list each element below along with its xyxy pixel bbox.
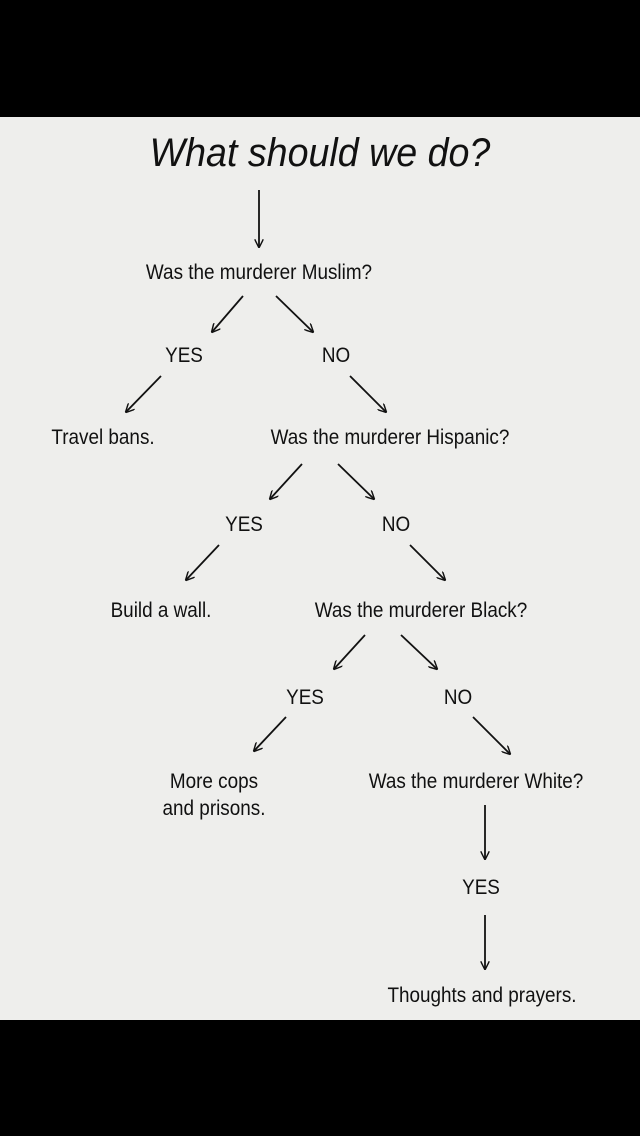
question-black: Was the murderer Black? [314, 599, 528, 622]
arrow-no3-to-q4 [472, 716, 510, 754]
flow-arrows [0, 190, 640, 1020]
answer-build-a-wall: Build a wall. [110, 599, 212, 622]
arrow-no1-to-q2 [349, 375, 386, 412]
question-hispanic: Was the murderer Hispanic? [270, 426, 510, 449]
arrow-q3-to-no [400, 634, 437, 669]
arrow-yes3-to-answer [254, 716, 287, 751]
yes-label-1: YES [165, 344, 203, 367]
chart-title: What should we do? [149, 131, 491, 175]
answer-more-cops-line-2: and prisons. [162, 797, 266, 821]
answer-more-cops-and-prisons: More cops and prisons. [163, 768, 266, 823]
arrow-q2-to-no [337, 463, 374, 499]
question-white: Was the murderer White? [368, 770, 584, 793]
arrow-yes2-to-answer [186, 544, 220, 580]
answer-travel-bans: Travel bans. [51, 426, 155, 449]
arrow-q2-to-yes [270, 463, 303, 499]
arrow-q1-to-yes [212, 295, 244, 332]
no-label-3: NO [443, 686, 473, 709]
arrow-no2-to-q3 [409, 544, 445, 580]
yes-label-3: YES [286, 686, 324, 709]
no-label-1: NO [321, 344, 351, 367]
answer-thoughts-and-prayers: Thoughts and prayers. [387, 984, 577, 1007]
yes-label-2: YES [225, 513, 263, 536]
no-label-2: NO [381, 513, 411, 536]
arrow-q3-to-yes [334, 634, 366, 669]
question-muslim: Was the murderer Muslim? [145, 261, 373, 284]
flowchart-card: What should we do? Was the murderer Musl… [0, 117, 640, 1020]
yes-label-4: YES [462, 876, 500, 899]
answer-more-cops-line-1: More cops [169, 770, 259, 793]
arrow-yes1-to-answer [126, 375, 162, 412]
arrow-q1-to-no [275, 295, 313, 332]
